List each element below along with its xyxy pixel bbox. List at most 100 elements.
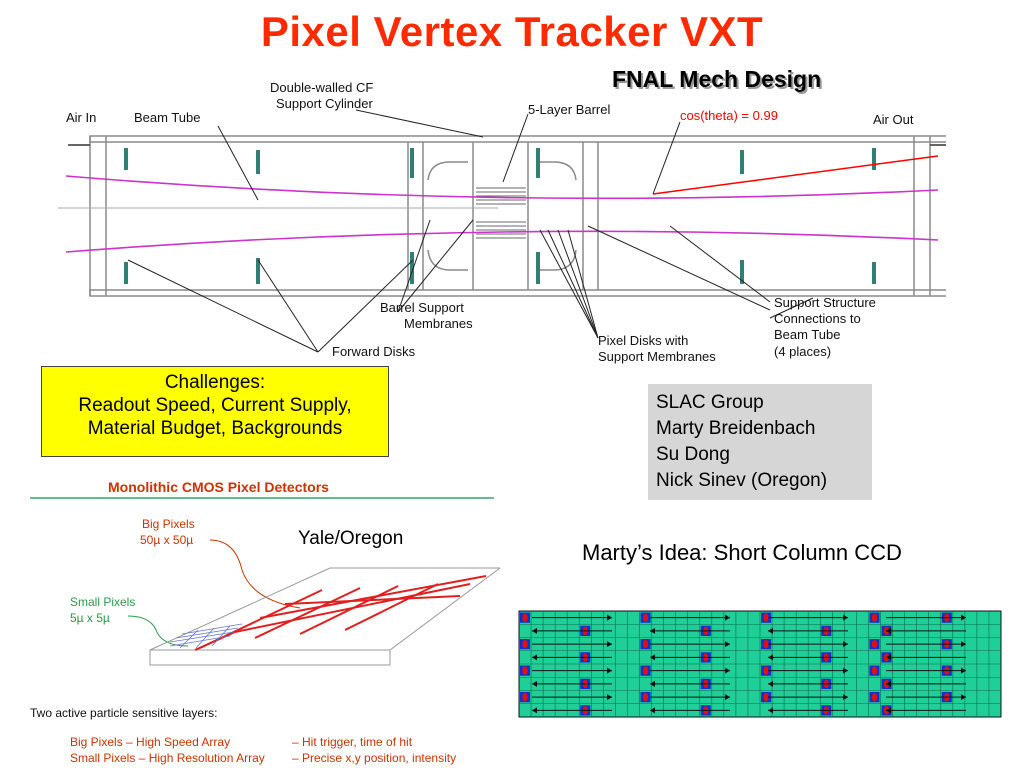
ccd-arrow-head	[532, 627, 537, 634]
challenges-heading: Challenges:	[164, 372, 266, 393]
label-membranes-1: Barrel Support	[380, 300, 464, 315]
ccd-hit-dot	[642, 666, 649, 675]
label-cf-cylinder-1: Double-walled CF	[270, 80, 373, 95]
ccd-hit-dot	[763, 692, 769, 702]
ccd-grid	[518, 610, 1002, 718]
ccd-arrow-head	[961, 614, 966, 621]
ccd-arrow-head	[886, 627, 891, 634]
ccd-arrow-head	[886, 654, 891, 661]
sensor-slab	[149, 649, 391, 666]
ccd-arrow-head	[650, 654, 655, 661]
support-structure	[89, 135, 946, 297]
ccd-arrow-head	[725, 694, 730, 701]
sensor-plane	[149, 567, 500, 651]
ccd-hit-dot	[522, 666, 528, 675]
ccd-hit-dot	[871, 666, 878, 675]
beam-tube-lines	[65, 175, 939, 253]
ccd-arrow-head	[768, 654, 773, 661]
ccd-hit-dot	[522, 692, 528, 702]
label-air-out: Air Out	[873, 112, 914, 127]
group-line-3: Su Dong	[656, 444, 730, 465]
ccd-hit-dot	[642, 639, 649, 649]
big-pixels-pointer	[209, 539, 301, 609]
label-support-3: Beam Tube	[774, 327, 841, 342]
big-pixel-grid	[194, 575, 487, 651]
ccd-hit-dot	[871, 613, 878, 622]
label-cf-cylinder-2: Support Cylinder	[276, 96, 373, 111]
ccd-arrow-head	[843, 694, 848, 701]
label-beam-tube: Beam Tube	[134, 110, 201, 125]
label-support-4: (4 places)	[774, 344, 831, 359]
small-row-b: – Precise x,y position, intensity	[292, 751, 456, 765]
label-forward-disks: Forward Disks	[332, 344, 416, 359]
group-box: SLAC Group Marty Breidenbach Su Dong Nic…	[648, 384, 872, 500]
small-pixels-size: 5µ x 5µ	[70, 611, 110, 625]
challenges-box: Challenges: Readout Speed, Current Suppl…	[41, 366, 389, 457]
challenges-line-2: Material Budget, Backgrounds	[87, 418, 343, 439]
cos-theta-line	[652, 155, 939, 195]
group-line-1: SLAC Group	[656, 392, 764, 413]
ccd-hit-dot	[763, 613, 769, 622]
layers-heading: Two active particle sensitive layers:	[30, 706, 217, 720]
ccd-arrow-head	[768, 680, 773, 687]
ccd-arrow-head	[532, 707, 537, 714]
ccd-hit-dot	[871, 639, 878, 649]
ccd-arrow-head	[607, 641, 612, 648]
group-line-2: Marty Breidenbach	[656, 418, 816, 439]
ccd-arrow-head	[725, 667, 730, 674]
group-line-4: Nick Sinev (Oregon)	[656, 470, 828, 491]
ccd-arrow-head	[607, 667, 612, 674]
small-row-a: Small Pixels – High Resolution Array	[70, 751, 265, 765]
ccd-arrow-head	[768, 707, 773, 714]
ccd-arrow-head	[607, 694, 612, 701]
ccd-arrow-head	[650, 627, 655, 634]
ccd-arrow-head	[961, 694, 966, 701]
label-support-1: Support Structure	[774, 295, 876, 310]
small-pixels-label: Small Pixels	[70, 595, 135, 609]
challenges-line-1: Readout Speed, Current Supply,	[78, 395, 352, 416]
mech-design-diagram: Air In Beam Tube Double-walled CF Suppor…	[58, 80, 946, 364]
ccd-hit-dot	[871, 692, 878, 702]
label-air-in: Air In	[66, 110, 96, 125]
ccd-arrow-head	[725, 614, 730, 621]
cmos-title: Monolithic CMOS Pixel Detectors	[108, 479, 329, 495]
page-title: Pixel Vertex Tracker VXT	[260, 8, 764, 55]
ccd-arrow-head	[886, 707, 891, 714]
ccd-arrow-head	[725, 641, 730, 648]
label-pixel-disks-2: Support Membranes	[598, 349, 716, 364]
ccd-arrow-head	[843, 641, 848, 648]
big-row-b: – Hit trigger, time of hit	[292, 735, 413, 749]
small-pixels-pointer	[127, 615, 189, 647]
leader-lines	[127, 109, 814, 353]
idea-heading: Marty’s Idea: Short Column CCD	[582, 540, 902, 565]
big-pixels-label: Big Pixels	[142, 517, 195, 531]
ccd-arrow-head	[843, 614, 848, 621]
ccd-arrow-head	[961, 641, 966, 648]
ccd-arrow-head	[532, 680, 537, 687]
ccd-arrow-head	[607, 614, 612, 621]
disk-markers	[124, 148, 876, 284]
yale-label: Yale/Oregon	[298, 528, 404, 549]
ccd-hit-dot	[763, 666, 769, 675]
ccd-arrow-head	[961, 667, 966, 674]
label-membranes-2: Membranes	[404, 316, 473, 331]
ccd-arrow-head	[886, 680, 891, 687]
ccd-arrow-head	[843, 667, 848, 674]
ccd-arrow-head	[532, 654, 537, 661]
cmos-figure: Monolithic CMOS Pixel Detectors Big Pixe…	[30, 479, 500, 765]
label-support-2: Connections to	[774, 311, 861, 326]
ccd-arrow-head	[650, 680, 655, 687]
ccd-cells	[519, 611, 1001, 717]
ccd-hit-dot	[522, 613, 528, 622]
ccd-hit-dot	[763, 639, 769, 649]
small-pixel-grid	[169, 623, 243, 649]
label-cos-theta: cos(theta) = 0.99	[680, 108, 778, 123]
ccd-arrow-head	[650, 707, 655, 714]
barrel-layers	[476, 187, 526, 239]
big-row-a: Big Pixels – High Speed Array	[70, 735, 230, 749]
ccd-arrow-head	[768, 627, 773, 634]
ccd-hit-dot	[522, 639, 528, 649]
label-barrel: 5-Layer Barrel	[528, 102, 610, 117]
ccd-hit-dot	[642, 613, 649, 622]
label-pixel-disks-1: Pixel Disks with	[598, 333, 688, 348]
